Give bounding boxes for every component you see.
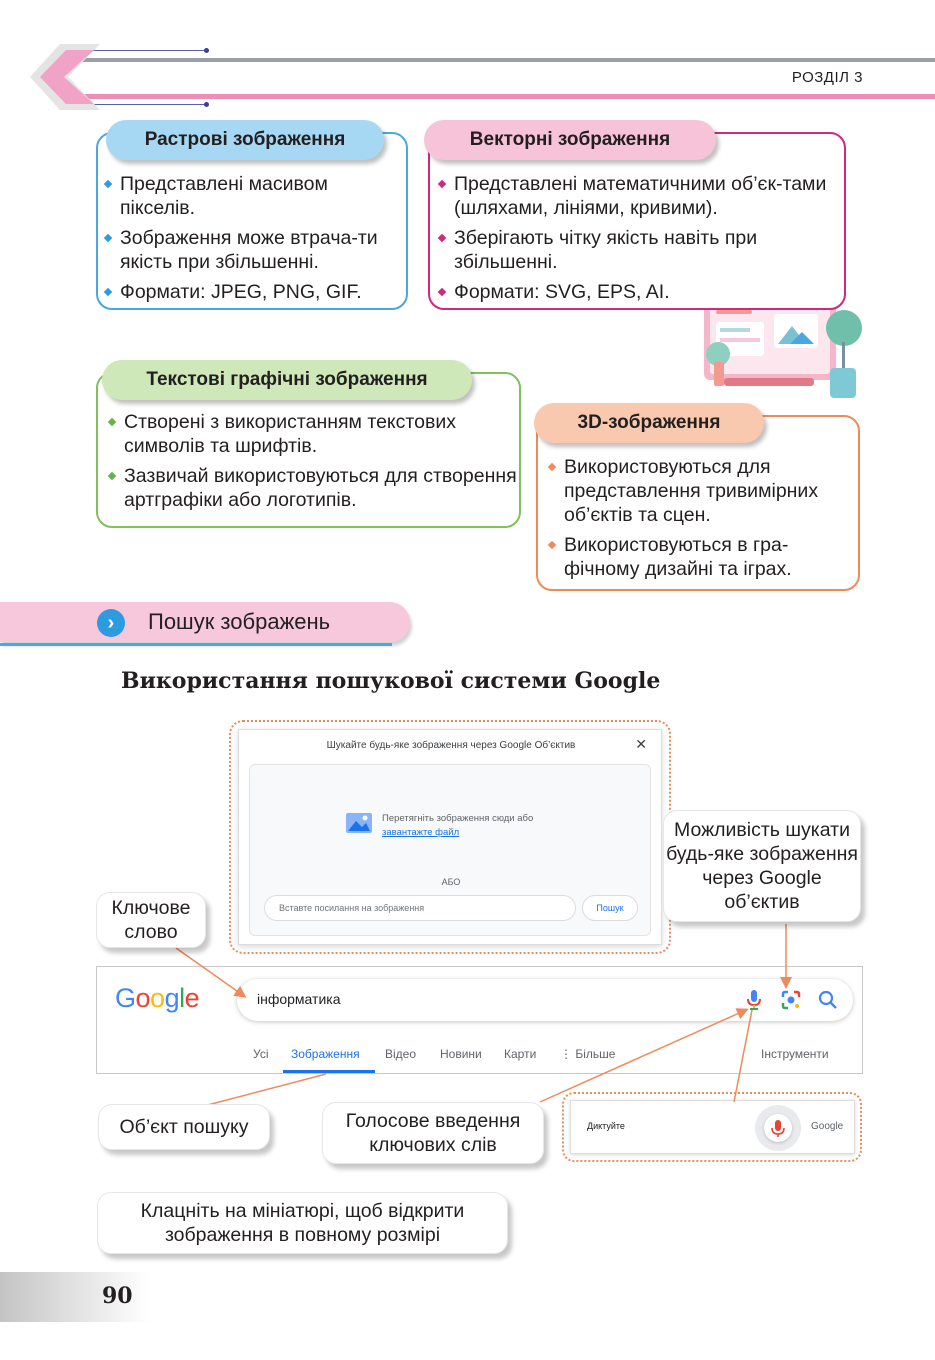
chevron-left-icon xyxy=(30,44,100,110)
list-item: Зберігають чітку якість навіть при збіль… xyxy=(438,226,818,274)
lens-drop-text: Перетягніть зображення сюди або xyxy=(382,813,534,824)
google-lens-icon[interactable] xyxy=(780,989,802,1011)
subheading: Використання пошукової системи Google xyxy=(121,668,661,694)
card-title: 3D-зображення xyxy=(534,403,764,443)
card-list: Представлені масивом пікселів. Зображенн… xyxy=(104,172,404,310)
card-3d-images: 3D-зображення Використовуються для предс… xyxy=(534,403,860,591)
image-url-input[interactable]: Вставте посилання на зображення xyxy=(264,895,576,921)
voice-brand: Google xyxy=(811,1121,844,1132)
section-title: Пошук зображень xyxy=(148,609,331,634)
list-item: Використовуються для представлення триви… xyxy=(548,455,858,527)
card-vector-images: Векторні зображення Представлені математ… xyxy=(424,120,846,310)
active-tab-indicator xyxy=(283,1070,375,1073)
google-logo-letter: G xyxy=(115,983,136,1013)
page-number-background xyxy=(0,1272,150,1322)
close-icon[interactable]: ✕ xyxy=(635,736,647,752)
google-logo-letter: o xyxy=(150,983,165,1013)
section-bar xyxy=(0,602,410,642)
header-pink-line xyxy=(70,94,935,99)
image-icon xyxy=(346,813,372,833)
google-logo-letter: o xyxy=(135,983,151,1013)
lens-search-button[interactable]: Пошук xyxy=(582,895,638,921)
search-bar[interactable]: інформатика xyxy=(237,979,853,1021)
page-number: 90 xyxy=(102,1283,133,1309)
header-thin-line xyxy=(92,104,207,105)
section-label: РОЗДІЛ 3 xyxy=(791,69,863,86)
list-item: Формати: SVG, EPS, AI. xyxy=(438,280,842,304)
card-title: Текстові графічні зображення xyxy=(102,360,472,400)
google-logo-letter: e xyxy=(184,983,200,1013)
callout-search-object: Об’єкт пошуку xyxy=(98,1104,270,1150)
google-search-screenshot: Google інформатика Усі Зображення Відео … xyxy=(96,966,863,1074)
header-gray-line xyxy=(70,58,935,62)
list-item: Формати: JPEG, PNG, GIF. xyxy=(104,280,404,304)
google-logo: Google xyxy=(115,983,200,1014)
callout-lens: Можливість шукати будь-яке зображення че… xyxy=(663,810,861,922)
list-item: Представлені математичними об’єк-тами (ш… xyxy=(438,172,842,220)
card-list: Створені з використанням текстових симво… xyxy=(108,410,518,518)
card-title: Векторні зображення xyxy=(424,120,716,160)
card-raster-images: Растрові зображення Представлені масивом… xyxy=(96,120,408,310)
or-divider: АБО xyxy=(441,877,461,887)
card-title: Растрові зображення xyxy=(106,120,384,160)
lens-drop-zone[interactable]: Перетягніть зображення сюди або завантаж… xyxy=(249,764,651,936)
callout-keyword: Ключове слово xyxy=(96,892,206,948)
tab-images[interactable]: Зображення xyxy=(291,1047,360,1061)
section-underline xyxy=(0,643,392,646)
header-dot xyxy=(204,48,209,53)
list-item: Використовуються в гра-фічному дизайні т… xyxy=(548,533,858,581)
tab-tools[interactable]: Інструменти xyxy=(761,1047,829,1061)
list-item: Зображення може втрача-ти якість при збі… xyxy=(104,226,404,274)
callout-voice-input: Голосове введення ключових слів xyxy=(322,1102,544,1164)
tab-video[interactable]: Відео xyxy=(385,1047,417,1061)
voice-prompt: Диктуйте xyxy=(587,1121,625,1131)
list-item: Зазвичай використовуються для створення … xyxy=(108,464,518,512)
tab-all[interactable]: Усі xyxy=(253,1047,269,1061)
voice-mic-button[interactable] xyxy=(755,1105,801,1151)
microphone-icon xyxy=(771,1120,785,1137)
list-item: Створені з використанням текстових симво… xyxy=(108,410,518,458)
upload-file-link[interactable]: завантажте файл xyxy=(382,827,460,838)
card-text-graphics: Текстові графічні зображення Створені з … xyxy=(96,360,521,528)
lens-dialog-title: Шукайте будь-яке зображення через Google… xyxy=(326,740,576,751)
card-list: Використовуються для представлення триви… xyxy=(548,455,858,587)
callout-thumbnail: Клацніть на мініатюрі, щоб відкрити зобр… xyxy=(97,1192,508,1254)
card-list: Представлені математичними об’єк-тами (ш… xyxy=(438,172,842,310)
search-input[interactable]: інформатика xyxy=(257,991,341,1007)
tab-maps[interactable]: Карти xyxy=(504,1047,537,1061)
list-item: Представлені масивом пікселів. xyxy=(104,172,404,220)
google-logo-letter: g xyxy=(164,983,180,1013)
tab-more[interactable]: ⋮ Більше xyxy=(560,1047,616,1061)
header-dot xyxy=(204,102,209,107)
microphone-icon[interactable] xyxy=(745,989,763,1011)
voice-input-panel: Диктуйте Google xyxy=(570,1100,855,1154)
lens-dialog: Шукайте будь-яке зображення через Google… xyxy=(238,729,662,945)
header-thin-line xyxy=(92,50,207,51)
chevron-right-icon: › xyxy=(97,609,125,637)
google-logo-letter: l xyxy=(179,983,185,1013)
arrow-object xyxy=(199,1073,327,1108)
tab-news[interactable]: Новини xyxy=(440,1047,482,1061)
search-icon[interactable] xyxy=(817,989,839,1011)
